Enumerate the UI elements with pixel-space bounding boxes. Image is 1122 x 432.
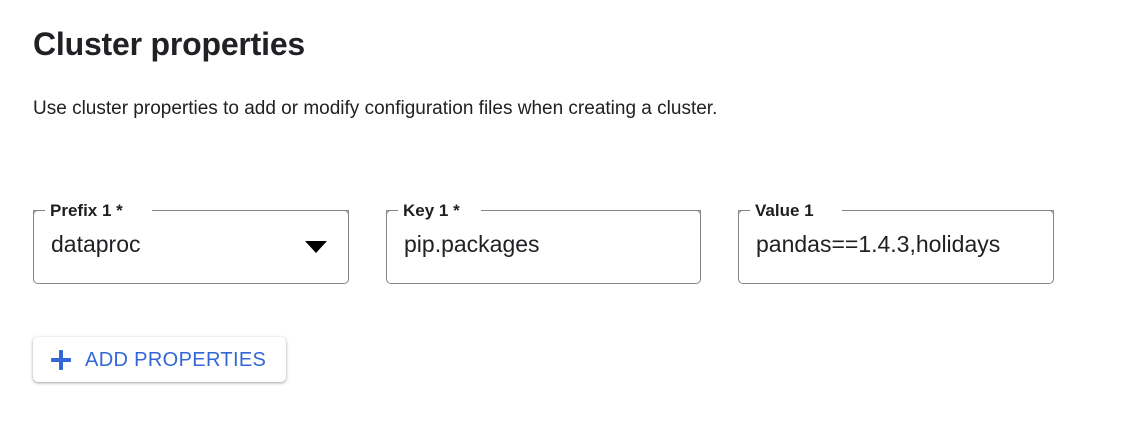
chevron-down-icon[interactable] [305,241,327,253]
outline-corner-top-right [1048,210,1054,216]
outline-corner-top-left [33,210,39,216]
prefix-select-field[interactable]: Prefix 1 * dataproc [33,200,349,284]
key-input-value[interactable]: pip.packages [404,231,540,257]
page-description: Use cluster properties to add or modify … [33,98,718,119]
prefix-field-label: Prefix 1 * [46,200,129,222]
outline-corner-top-right [343,210,349,216]
key-field-label: Key 1 * [399,200,466,222]
key-input-field[interactable]: Key 1 * pip.packages [386,200,701,284]
value-input-field[interactable]: Value 1 pandas==1.4.3,holidays [738,200,1054,284]
value-input-value[interactable]: pandas==1.4.3,holidays [756,231,1001,257]
outline-corner-top-right [695,210,701,216]
plus-icon [50,349,72,371]
outline-corner-top-left [386,210,392,216]
add-properties-button-label: ADD PROPERTIES [85,348,267,371]
outline-corner-top-left [738,210,744,216]
add-properties-button[interactable]: ADD PROPERTIES [33,337,287,382]
page-title: Cluster properties [33,26,306,62]
prefix-select-value[interactable]: dataproc [51,231,141,257]
value-field-label: Value 1 [751,200,820,222]
